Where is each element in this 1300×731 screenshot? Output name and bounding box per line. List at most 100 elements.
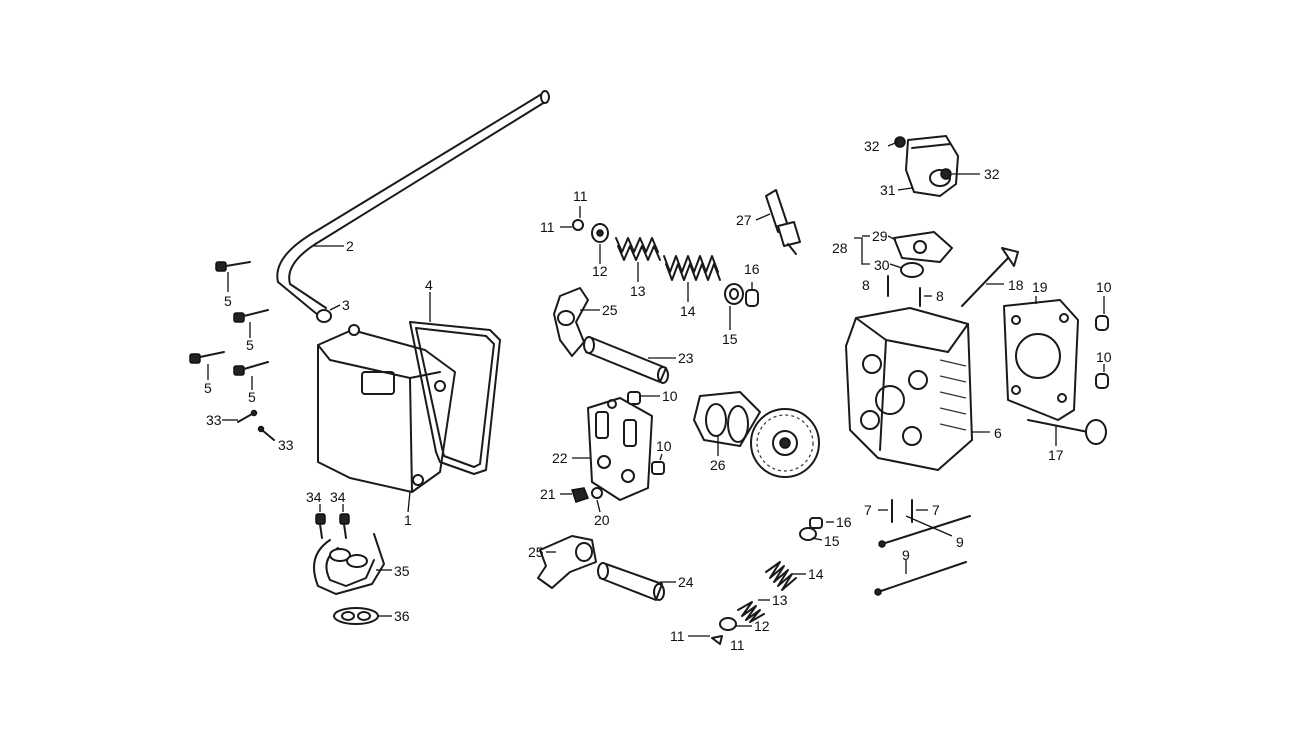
- cover-bolt: [233, 361, 269, 376]
- callout-34: 34: [306, 489, 322, 505]
- camshaft-holder: [587, 397, 653, 501]
- housing-bolt: [894, 136, 906, 148]
- callout-16: 16: [744, 261, 760, 277]
- callout-23: 23: [678, 350, 694, 366]
- callout-15: 15: [824, 533, 840, 549]
- callout-26: 26: [710, 457, 726, 473]
- callout-12: 12: [592, 263, 608, 279]
- spring-seat: [724, 283, 744, 305]
- hose-clamp: [316, 309, 332, 323]
- cover-gasket: [409, 321, 501, 475]
- callout-32: 32: [864, 138, 880, 154]
- spring-retainer: [719, 617, 737, 631]
- cover-bolt: [215, 261, 251, 272]
- o-ring: [900, 262, 924, 278]
- callout-33: 33: [278, 437, 294, 453]
- callout-11: 11: [573, 188, 588, 204]
- callout-11: 11: [730, 637, 745, 653]
- callout-16: 16: [836, 514, 852, 530]
- callout-22: 22: [552, 450, 568, 466]
- intake-valve: [961, 247, 1019, 307]
- rocker-arm: [537, 535, 597, 589]
- callout-25: 25: [602, 302, 618, 318]
- cover-bolt: [233, 309, 269, 323]
- mounting-bolt: [315, 513, 326, 539]
- callout-7: 7: [864, 502, 872, 518]
- cylinder-head: [845, 307, 973, 471]
- callout-9: 9: [902, 547, 910, 563]
- callout-34: 34: [330, 489, 346, 505]
- callout-6: 6: [994, 425, 1002, 441]
- housing-gasket: [893, 231, 953, 263]
- inner-valve-spring: [615, 237, 661, 261]
- callout-31: 31: [880, 182, 896, 198]
- callout-8: 8: [936, 288, 944, 304]
- spring-seat: [799, 527, 817, 541]
- callout-33: 33: [206, 412, 222, 428]
- callouts: 2 3 4 5 5 5 5 33 33 1 34 34 35 36 11 11 …: [204, 138, 1112, 653]
- rocker-shaft: [583, 336, 669, 384]
- small-screw: [257, 425, 275, 441]
- inner-valve-spring: [737, 601, 765, 623]
- callout-27: 27: [736, 212, 752, 228]
- leader-lines: [207, 141, 1105, 637]
- dowel-pin: [1095, 315, 1109, 331]
- callout-8: 8: [862, 277, 870, 293]
- callout-21: 21: [540, 486, 556, 502]
- exhaust-valve: [1027, 419, 1107, 445]
- outer-valve-spring: [663, 255, 721, 281]
- callout-10: 10: [656, 438, 672, 454]
- callout-19: 19: [1032, 279, 1048, 295]
- breather-hose: [276, 90, 550, 316]
- cylinder-stud: [878, 515, 971, 548]
- callout-11: 11: [540, 219, 555, 235]
- cam-sprocket: [750, 408, 820, 478]
- callout-5: 5: [224, 293, 232, 309]
- washer: [591, 487, 603, 499]
- callout-13: 13: [630, 283, 646, 299]
- callout-14: 14: [808, 566, 824, 582]
- small-screw: [237, 409, 258, 423]
- cap-nut: [571, 487, 589, 503]
- dowel-pin: [1095, 373, 1109, 389]
- cylinder-head-cover: [317, 324, 456, 493]
- callout-29: 29: [872, 228, 888, 244]
- callout-11: 11: [670, 628, 685, 644]
- mounting-bolt: [339, 513, 350, 539]
- callout-12: 12: [754, 618, 770, 634]
- pipe-gasket: [333, 607, 379, 625]
- spring-retainer: [591, 223, 609, 243]
- callout-13: 13: [772, 592, 788, 608]
- pipe-bracket: [313, 533, 385, 595]
- callout-35: 35: [394, 563, 410, 579]
- cover-bolt: [189, 351, 225, 364]
- callout-10: 10: [1096, 349, 1112, 365]
- valve-stem-seal: [809, 517, 823, 529]
- callout-1: 1: [404, 512, 412, 528]
- callout-17: 17: [1048, 447, 1064, 463]
- callout-36: 36: [394, 608, 410, 624]
- cylinder-stud: [874, 561, 967, 596]
- callout-4: 4: [425, 277, 433, 293]
- callout-7: 7: [932, 502, 940, 518]
- thermostat-housing: [905, 135, 959, 197]
- rocker-shaft: [597, 562, 665, 601]
- dowel-pin: [627, 391, 641, 405]
- spark-plug: [765, 189, 801, 255]
- valve-cotter: [572, 219, 584, 231]
- callout-25: 25: [528, 544, 544, 560]
- callout-3: 3: [342, 297, 350, 313]
- callout-14: 14: [680, 303, 696, 319]
- callout-10: 10: [1096, 279, 1112, 295]
- callout-32: 32: [984, 166, 1000, 182]
- rocker-arm: [553, 287, 589, 357]
- callout-10: 10: [662, 388, 678, 404]
- callout-18: 18: [1008, 277, 1024, 293]
- dowel-pin: [651, 461, 665, 475]
- head-gasket: [1003, 299, 1079, 421]
- callout-30: 30: [874, 257, 890, 273]
- callout-5: 5: [204, 380, 212, 396]
- camshaft: [693, 391, 761, 447]
- callout-2: 2: [346, 238, 354, 254]
